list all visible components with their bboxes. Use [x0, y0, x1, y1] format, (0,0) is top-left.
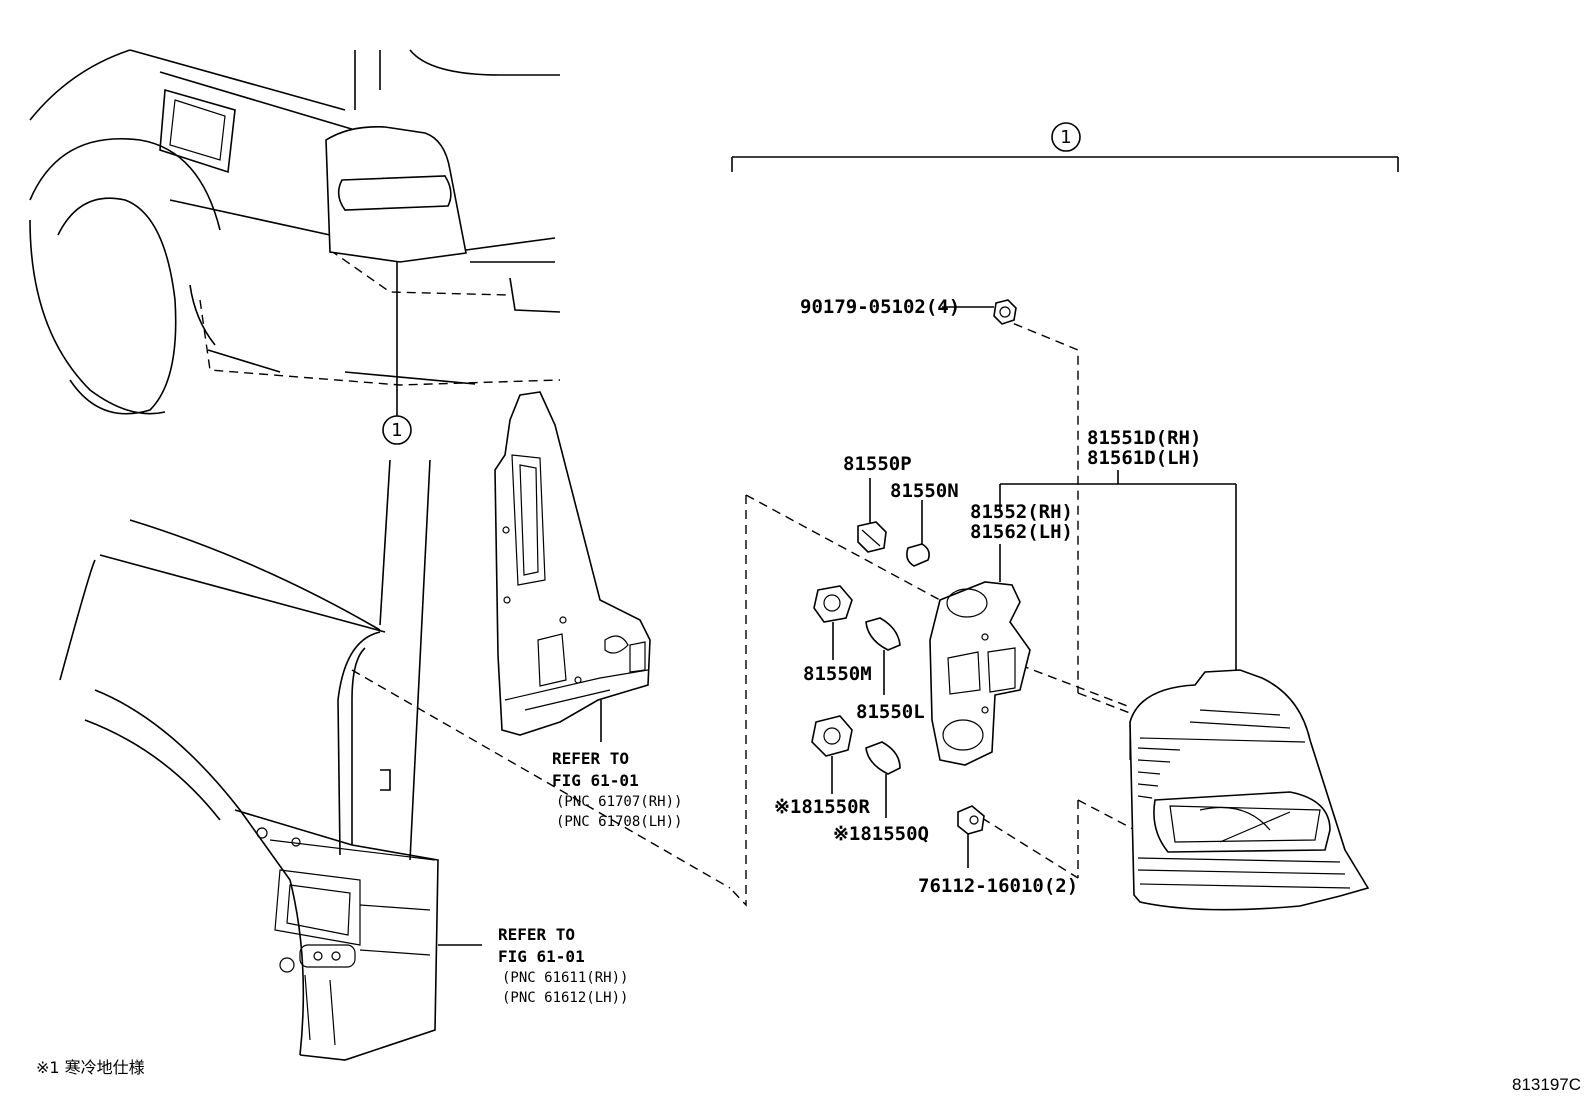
label-81561D: 81561D(LH) [1087, 447, 1201, 469]
reference-block-quarter: REFER TO FIG 61-01 (PNC 61611(RH)) (PNC … [498, 925, 628, 1006]
tail-lamp-assembly [1129, 669, 1370, 911]
label-81550P: 81550P [843, 453, 912, 475]
gasket-part [929, 581, 1031, 766]
diagram-code: 813197C [1512, 1075, 1581, 1094]
bulb-81550Q [865, 741, 901, 818]
bulb-81550L [865, 617, 901, 695]
cold-region-footnote: ※1 寒冷地仕様 [36, 1058, 145, 1077]
socket-81550M [813, 585, 853, 660]
nut-part: 90179-05102(4) [800, 296, 1017, 325]
socket-81550P [857, 478, 887, 553]
label-90179-05102: 90179-05102(4) [800, 296, 960, 318]
assembly-callout-number: 1 [1060, 127, 1071, 148]
socket-81550R [811, 715, 853, 794]
label-76112-16010: 76112-16010(2) [918, 875, 1078, 897]
exploded-group-outline [729, 317, 1149, 907]
label-81552: 81552(RH) [970, 501, 1073, 523]
vehicle-rear-illustration: 1 [29, 49, 561, 445]
label-81550M: 81550M [803, 663, 872, 685]
label-81550R: ※181550R [774, 796, 871, 818]
ref-figure: FIG 61-01 [552, 771, 639, 790]
clip-part [957, 805, 985, 868]
ref-pnc-rh: (PNC 61611(RH)) [502, 970, 628, 986]
quarter-panel-illustration [59, 459, 731, 1061]
vehicle-callout-number: 1 [391, 420, 402, 441]
ref-title: REFER TO [498, 925, 575, 944]
ref-title: REFER TO [552, 749, 629, 768]
label-81562: 81562(LH) [970, 521, 1073, 543]
label-81550N: 81550N [890, 480, 959, 502]
ref-figure: FIG 61-01 [498, 947, 585, 966]
bulb-81550N [906, 500, 930, 567]
reference-block-pillar: REFER TO FIG 61-01 (PNC 61707(RH)) (PNC … [552, 749, 682, 830]
ref-pnc-rh: (PNC 61707(RH)) [556, 794, 682, 810]
label-81550Q: ※181550Q [833, 823, 929, 845]
label-81550L: 81550L [856, 701, 925, 723]
ref-pnc-lh: (PNC 61612(LH)) [502, 990, 628, 1006]
assembly-bracket: 1 [731, 122, 1399, 172]
ref-pnc-lh: (PNC 61708(LH)) [556, 814, 682, 830]
pillar-panel-illustration [494, 391, 651, 742]
label-81551D: 81551D(RH) [1087, 427, 1201, 449]
lamp-leader [999, 470, 1237, 672]
